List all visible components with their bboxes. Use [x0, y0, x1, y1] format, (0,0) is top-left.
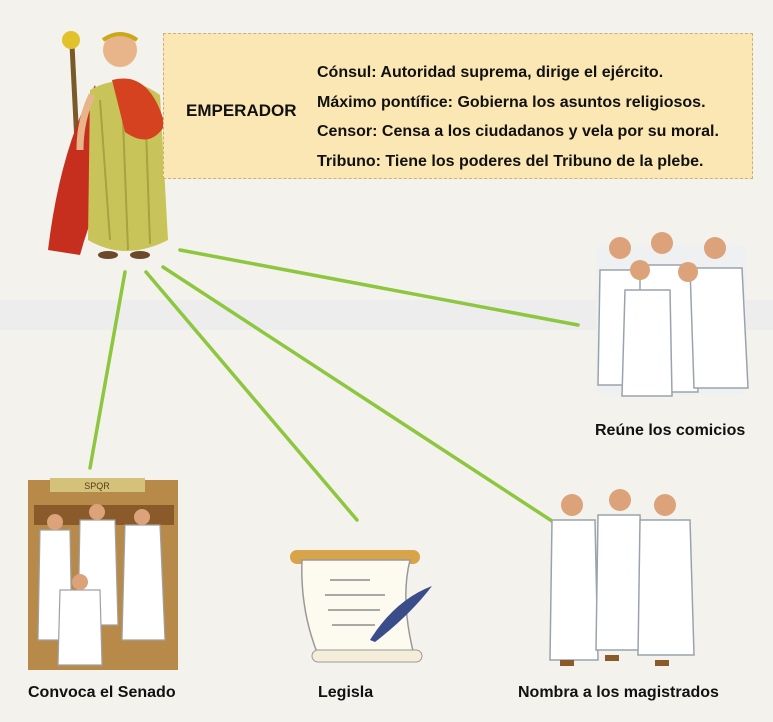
- role-censor: Censor: Censa a los ciudadanos y vela po…: [317, 123, 719, 140]
- connector-senado: [88, 270, 127, 470]
- connector-lines: [88, 248, 580, 525]
- magistrates-icon: [549, 489, 695, 666]
- svg-text:SPQR: SPQR: [84, 481, 110, 491]
- emperor-roles-box: [163, 33, 753, 179]
- scroll-quill-icon: [290, 550, 432, 663]
- caption-comicios: Reúne los comicios: [595, 422, 746, 439]
- caption-legisla: Legisla: [318, 684, 374, 701]
- emperor-label: EMPERADOR: [186, 101, 297, 120]
- role-consul: Cónsul: Autoridad suprema, dirige el ejé…: [317, 64, 664, 81]
- connector-magistrados: [161, 265, 557, 525]
- connector-comicios: [178, 248, 580, 327]
- role-tribuno: Tribuno: Tiene los poderes del Tribuno d…: [317, 153, 704, 170]
- senate-icon: SPQR: [28, 478, 178, 670]
- role-pontifice: Máximo pontífice: Gobierna los asuntos r…: [317, 94, 706, 111]
- assembly-citizens-icon: [596, 232, 749, 397]
- caption-senado: Convoca el Senado: [28, 684, 176, 701]
- connector-legisla: [144, 270, 359, 522]
- emperor-figure-icon: [48, 31, 168, 259]
- caption-magistrados: Nombra a los magistrados: [518, 684, 719, 701]
